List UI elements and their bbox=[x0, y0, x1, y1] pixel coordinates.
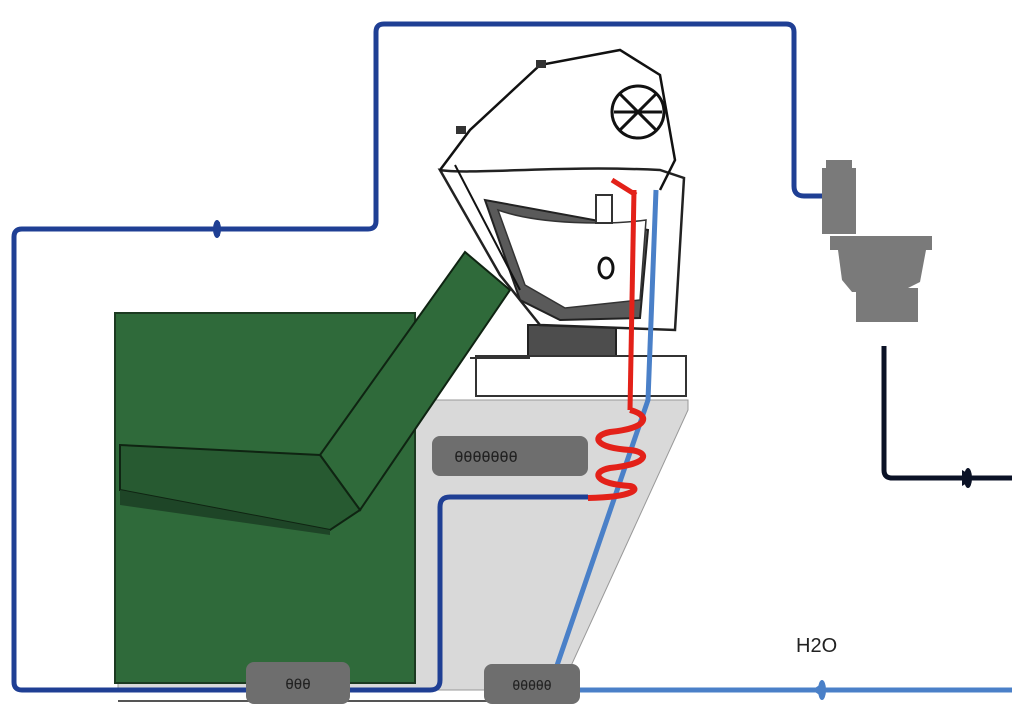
toilet-tank-lid bbox=[826, 160, 852, 170]
frame-clamp-top bbox=[536, 60, 546, 68]
unit-label-text: ƟƟƟƟƟƟƟ bbox=[454, 448, 517, 466]
heating-coil bbox=[587, 407, 647, 501]
basin-frame-left bbox=[454, 164, 521, 291]
hot-water-pipe-top bbox=[610, 177, 638, 198]
bottom-mid-label-text: ƟƟƟƟƟ bbox=[512, 679, 551, 694]
bottom-left-label-text: ƟƟƟ bbox=[285, 677, 310, 693]
bottom-left-label-box bbox=[246, 662, 350, 704]
chair-seat bbox=[119, 443, 362, 532]
flow-marker-drain bbox=[964, 468, 972, 488]
toilet-bowl-rim bbox=[830, 236, 932, 250]
hot-water-pipe bbox=[627, 189, 637, 411]
reclining-chair bbox=[114, 250, 512, 684]
basin-countertop bbox=[475, 355, 687, 397]
toilet-tank bbox=[822, 168, 856, 234]
basin-frame bbox=[439, 48, 677, 191]
unit-label-box bbox=[432, 436, 588, 476]
water-label: H2O bbox=[796, 635, 837, 657]
chair-seat-front bbox=[120, 490, 330, 535]
drain-pipe bbox=[881, 346, 1012, 481]
frame-clamp-left bbox=[456, 126, 466, 134]
toilet-base bbox=[856, 288, 918, 322]
bottom-mid-label-box bbox=[484, 664, 580, 704]
toilet-bowl bbox=[838, 250, 926, 292]
drain-hole bbox=[597, 256, 615, 280]
cold-water-loop-pipe bbox=[11, 21, 822, 693]
faucet-stem bbox=[595, 194, 613, 224]
flow-marker-left-loop bbox=[213, 220, 221, 238]
wash-basin-unit bbox=[437, 48, 687, 397]
toilet-icon bbox=[822, 160, 932, 322]
flow-marker-supply bbox=[818, 680, 826, 700]
